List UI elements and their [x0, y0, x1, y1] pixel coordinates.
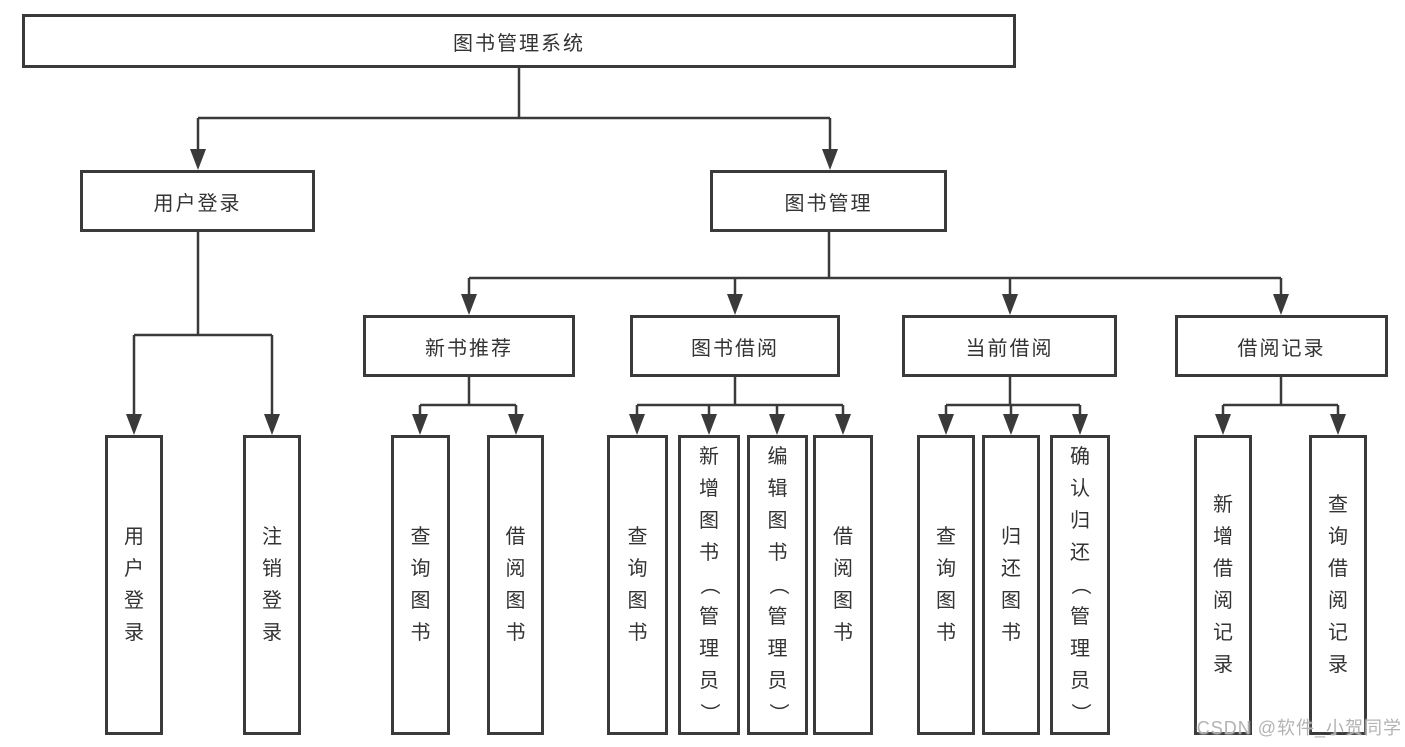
leaf-current-return-books: 归还图书 — [982, 435, 1040, 735]
node-label: 新书推荐 — [425, 337, 513, 360]
node-library-management-system: 图书管理系统 — [22, 14, 1016, 68]
node-label: 借阅图书 — [505, 526, 526, 644]
node-borrowing-records: 借阅记录 — [1175, 315, 1388, 377]
node-label: 注销登录 — [262, 526, 282, 644]
leaf-user-login: 用户登录 — [105, 435, 163, 735]
node-label: 图书借阅 — [691, 337, 779, 360]
node-user-login: 用户登录 — [80, 170, 315, 232]
leaf-newbook-borrow-books: 借阅图书 — [487, 435, 544, 735]
leaf-current-query-books: 查询图书 — [917, 435, 975, 735]
leaf-borrowing-edit-books-admin: 编辑图书（管理员） — [747, 435, 808, 735]
leaf-records-add-borrow-record: 新增借阅记录 — [1194, 435, 1252, 735]
node-label: 新增图书（管理员） — [698, 446, 720, 723]
node-book-borrowing: 图书借阅 — [630, 315, 840, 377]
node-label: 归还图书 — [1001, 526, 1021, 644]
node-label: 新增借阅记录 — [1213, 494, 1233, 676]
node-label: 图书管理 — [784, 192, 873, 215]
node-book-management: 图书管理 — [710, 170, 947, 232]
leaf-newbook-query-books: 查询图书 — [391, 435, 450, 735]
node-new-book-recommendation: 新书推荐 — [363, 315, 575, 377]
connector-path — [132, 68, 1340, 415]
node-current-borrowing: 当前借阅 — [902, 315, 1117, 377]
csdn-watermark: CSDN @软件_小贺同学 — [1196, 718, 1402, 738]
leaf-records-query-borrow-record: 查询借阅记录 — [1309, 435, 1367, 735]
leaf-current-confirm-return-admin: 确认归还（管理员） — [1050, 435, 1110, 735]
node-label: 确认归还（管理员） — [1069, 446, 1091, 723]
node-label: 借阅图书 — [833, 526, 853, 644]
leaf-borrowing-borrow-books: 借阅图书 — [813, 435, 873, 735]
node-label: 查询图书 — [410, 526, 431, 644]
node-label: 查询图书 — [936, 526, 956, 644]
node-label: 查询图书 — [627, 526, 648, 644]
node-label: 用户登录 — [124, 526, 144, 644]
leaf-logout: 注销登录 — [243, 435, 301, 735]
leaf-borrowing-add-books-admin: 新增图书（管理员） — [678, 435, 740, 735]
node-label: 查询借阅记录 — [1328, 494, 1348, 676]
node-label: 当前借阅 — [965, 337, 1054, 360]
node-label: 用户登录 — [153, 192, 242, 215]
node-label: 图书管理系统 — [453, 32, 585, 55]
leaf-borrowing-query-books: 查询图书 — [607, 435, 668, 735]
node-label: 编辑图书（管理员） — [766, 446, 789, 723]
node-label: 借阅记录 — [1237, 337, 1326, 360]
